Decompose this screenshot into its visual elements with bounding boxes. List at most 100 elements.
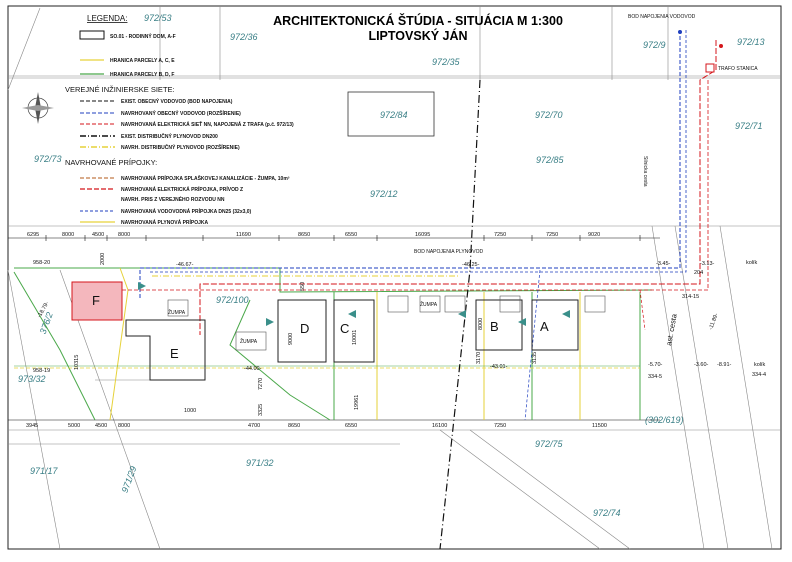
height-label: -3.13- — [700, 261, 715, 267]
water-connection-label: BOD NAPOJENIA VODOVOD — [628, 14, 696, 20]
legend-connections-heading: NAVRHOVANÉ PRÍPOJKY: — [65, 158, 157, 167]
building-f-label: F — [92, 293, 100, 308]
dimension-label: 11500 — [592, 423, 607, 429]
site-background-lines — [7, 6, 781, 550]
north-arrow-icon — [22, 92, 54, 124]
water-connection-point-icon — [678, 30, 682, 34]
legend-net-3: EXIST. DISTRIBUČNÝ PLYNOVOD DN200 — [121, 133, 218, 140]
legend-boundary-bdf-label: HRANICA PARCELY B, D, F — [110, 72, 174, 78]
dimension-label: 2000 — [100, 253, 106, 265]
parcel-label: 973/32 — [18, 374, 46, 384]
drawing-frame — [7, 5, 782, 550]
dimension-label: 4700 — [248, 423, 260, 429]
utility-lines — [120, 30, 717, 550]
height-label: 314-15 — [682, 294, 699, 300]
gas-connection-label: BOD NAPOJENIA PLYNOVOD — [414, 249, 483, 255]
drawing-subtitle: LIPTOVSKÝ JÁN — [368, 28, 467, 43]
road-side-label: Silnicka cesta — [642, 156, 648, 187]
dimension-label: 550 — [300, 282, 306, 291]
dimension-label: 11690 — [236, 232, 251, 238]
dimension-label: 7250 — [494, 423, 506, 429]
parcel-label: (302/619) — [645, 415, 684, 425]
sump-tanks — [167, 295, 606, 351]
dimension-label: 6550 — [345, 232, 357, 238]
legend-networks-heading: VEREJNÉ INŽINIERSKE SIETE: — [65, 85, 175, 94]
parcel-label: 972/13 — [737, 37, 765, 47]
height-label: -43.01- — [490, 364, 508, 370]
existing-building-outline — [347, 91, 435, 137]
road-label: ast. cesta — [664, 312, 679, 346]
dimension-label: 3170 — [476, 352, 482, 364]
dimension-label: 10315 — [74, 355, 80, 370]
parcel-label: 972/36 — [230, 32, 258, 42]
parcel-label: 972/9 — [643, 40, 666, 50]
height-label: 958-19 — [33, 368, 50, 374]
electric-connection-point-icon — [719, 44, 723, 48]
building-e-label: E — [170, 346, 179, 361]
parcel-label: 971/32 — [246, 458, 274, 468]
parcel-label: 972/70 — [535, 110, 563, 120]
height-label: -46.67- — [176, 262, 194, 268]
parcel-label: 972/100 — [216, 295, 249, 305]
sump-label: ŽUMPA — [240, 337, 258, 345]
trafo-label: TRAFO STANICA — [718, 66, 758, 72]
dimension-label: 3325 — [258, 404, 264, 416]
height-label: -11.89- — [708, 312, 720, 330]
height-label: -8.91- — [717, 362, 732, 368]
dimension-label: 8650 — [298, 232, 310, 238]
height-label: -3.45- — [656, 261, 671, 267]
building-b — [475, 299, 523, 351]
parcel-label: 972/74 — [593, 508, 621, 518]
dimension-label: 7250 — [546, 232, 558, 238]
legend-conn-1: NAVRHOVANÁ ELEKTRICKÁ PRÍPOJKA, PRÍVOD Z — [121, 185, 243, 193]
legend-conn-2: NAVRH. PRIS Z VEREJNÉHO ROZVODU NN — [121, 195, 225, 203]
dimension-label: 4500 — [95, 423, 107, 429]
height-label: 958-20 — [33, 260, 50, 266]
parcel-label: 972/12 — [370, 189, 398, 199]
parcel-label: 972/53 — [144, 13, 172, 23]
dimension-label: 6550 — [345, 423, 357, 429]
legend-conn-3: NAVRHOVANÁ VODOVODNÁ PRÍPOJKA DN25 (32x3… — [121, 207, 252, 215]
dimension-label: 10001 — [352, 330, 358, 345]
legend-net-2: NAVRHOVANÁ ELEKTRICKÁ SIEŤ NN, NAPOJENÁ … — [121, 120, 294, 128]
building-d-label: D — [300, 321, 309, 336]
parcel-label: 972/85 — [536, 155, 565, 165]
height-label: -44.00- — [244, 366, 262, 372]
bottom-dimension-chain: 3945 5000 4500 8000 4700 8650 6550 16100… — [8, 419, 660, 429]
parcel-label: 972/75 — [535, 439, 564, 449]
dimension-label: 8000 — [118, 423, 130, 429]
legend-house-symbol — [79, 30, 105, 40]
dimension-label: 7270 — [258, 378, 264, 390]
building-c — [333, 299, 375, 363]
dimension-label: 8000 — [118, 232, 130, 238]
building-f — [71, 281, 123, 321]
dimension-label: 6295 — [27, 232, 39, 238]
legend-net-4: NAVRH. DISTRIBUČNÝ PLYNOVOD (ROZŠÍRENIE) — [121, 143, 240, 151]
dimension-label: 3945 — [26, 423, 38, 429]
height-label: 334-4 — [752, 372, 766, 378]
dimension-label: 9000 — [288, 333, 294, 345]
parcel-label: 972/73 — [34, 154, 62, 164]
drawing-title: ARCHITEKTONICKÁ ŠTÚDIA - SITUÁCIA M 1:30… — [273, 13, 563, 28]
height-label: -5.70- — [648, 362, 663, 368]
height-label: -3.60- — [694, 362, 709, 368]
building-b-label: B — [490, 319, 499, 334]
building-e — [125, 319, 206, 381]
parcel-label: 971/29 — [120, 465, 139, 494]
height-label: 334-5 — [648, 374, 662, 380]
sump-label: ŽUMPA — [168, 308, 186, 316]
dimension-label: 5000 — [68, 423, 80, 429]
dimension-label: 8000 — [62, 232, 74, 238]
dimension-label: 1000 — [184, 408, 196, 414]
building-d — [277, 299, 327, 363]
dimension-label: 8650 — [288, 423, 300, 429]
dimension-label: 16100 — [432, 423, 447, 429]
legend-net-0: EXIST. OBECNÝ VODOVOD (BOD NAPOJENIA) — [121, 98, 233, 105]
building-a — [531, 299, 579, 351]
legend-boundary-ace-label: HRANICA PARCELY A, C, E — [110, 58, 175, 64]
dimension-label: 7250 — [494, 232, 506, 238]
legend-heading: LEGENDA: — [87, 14, 127, 23]
legend: LEGENDA: SO.01 - RODINNÝ DOM, A-F HRANIC… — [65, 14, 294, 226]
parcel-label: 972/71 — [735, 121, 763, 131]
